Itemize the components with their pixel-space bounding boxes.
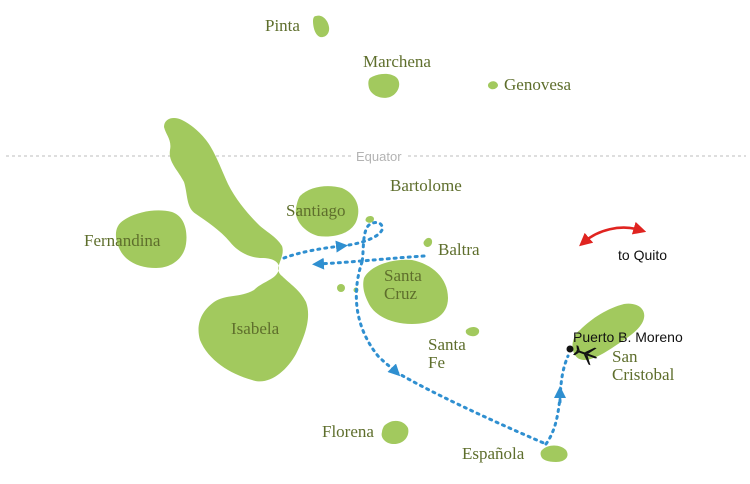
label-santa-fe-line1: Santa [428,335,466,354]
label-santiago: Santiago [286,201,346,220]
islet-north-seymour [337,284,345,292]
route-isabela-to-santiago [282,240,348,260]
route-santa-cruz-to-santa-fe [354,260,401,377]
equator-label: Equator [352,147,406,166]
island-santa-fe [465,327,480,337]
island-florena [381,420,409,444]
label-santa-fe: Santa Fe [428,336,466,372]
island-santiago [295,186,359,237]
island-bartolome [365,215,374,223]
route-espanola-to-san-cristobal [544,354,570,446]
double-headed-arrow-icon [579,221,647,247]
island-santa-cruz [363,259,448,324]
label-santa-cruz-line2: Cruz [384,284,418,303]
route-baltra-to-isabela [312,254,426,270]
label-pinta: Pinta [265,16,300,35]
island-pinta [313,15,330,38]
label-santa-cruz: Santa Cruz [384,267,422,303]
label-puerto-baquerizo-moreno: Puerto B. Moreno [573,329,683,345]
label-fernandina: Fernandina [84,231,161,250]
label-san-cristobal-line1: San [612,347,638,366]
island-espanola [540,445,568,462]
label-espanola: Española [462,444,525,463]
label-baltra: Baltra [438,240,480,259]
airplane-icon [573,345,598,366]
label-to-quito: to Quito [618,247,668,263]
route-to-espanola [394,370,548,446]
location-dot-icon [566,345,574,353]
island-isabela [164,118,309,382]
label-san-cristobal: San Cristobal [612,348,674,384]
label-florena: Florena [322,422,374,441]
island-genovesa [487,81,498,90]
label-isabela: Isabela [231,319,280,338]
label-san-cristobal-line2: Cristobal [612,365,675,384]
island-san-cristobal [572,303,645,360]
island-fernandina [115,210,187,268]
label-santa-cruz-line1: Santa [384,266,422,285]
label-santa-fe-line2: Fe [428,353,445,372]
island-baltra [423,237,433,247]
label-marchena: Marchena [363,52,431,71]
island-marchena [368,73,400,98]
label-genovesa: Genovesa [504,75,572,94]
label-bartolome: Bartolome [390,176,462,195]
